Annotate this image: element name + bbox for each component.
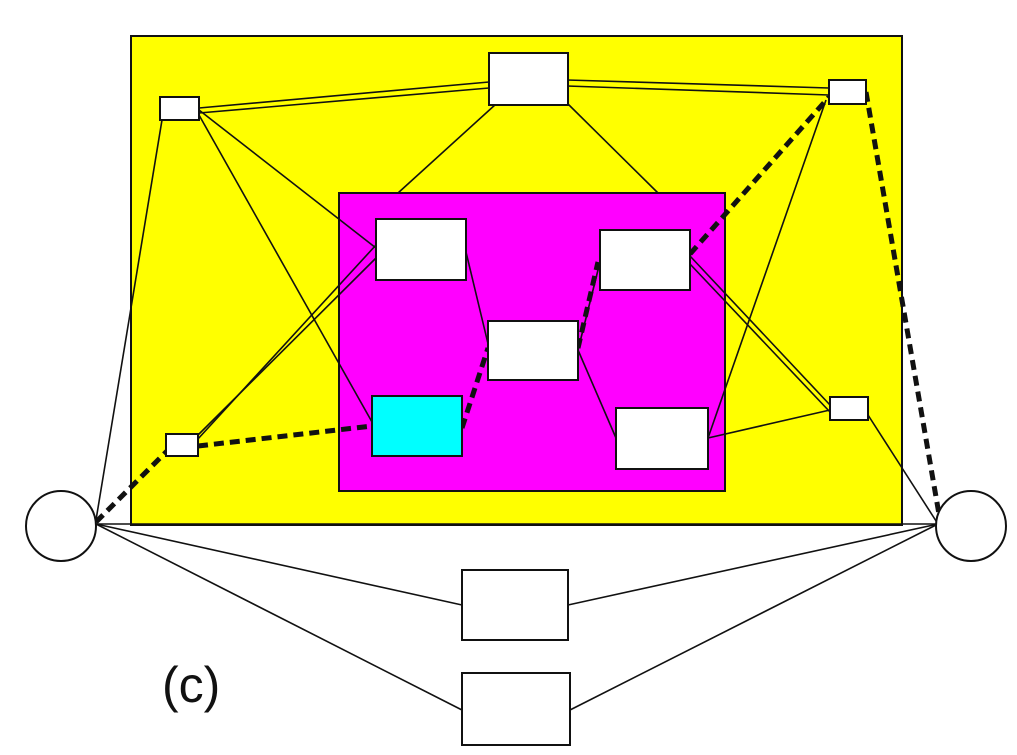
edge-leftcircle-bottomupper bbox=[95, 523, 463, 606]
node-inner-bottom-right[interactable] bbox=[615, 407, 709, 470]
node-bottom-lower[interactable] bbox=[461, 672, 571, 746]
edge-lefttop-top-2 bbox=[198, 87, 490, 114]
dashed-innercenter-innertopright bbox=[575, 261, 601, 349]
figure-caption: (c) bbox=[162, 657, 221, 713]
node-inner-top-left[interactable] bbox=[375, 218, 467, 281]
node-inner-top-right[interactable] bbox=[599, 229, 691, 291]
edge-top-inner-right bbox=[567, 103, 659, 194]
dashed-leftbottom-innerbottomleft bbox=[197, 423, 373, 449]
edge-lefttop-innertopleft bbox=[198, 109, 377, 249]
edge-rightmid-rightcircle bbox=[867, 414, 939, 525]
dashed-innerbottomleft-innercenter bbox=[459, 347, 491, 429]
solid-edges bbox=[95, 79, 939, 711]
node-inner-bottom-left[interactable] bbox=[371, 395, 463, 457]
edge-top-righttop bbox=[566, 79, 830, 89]
edge-leftbottom-innertopleft bbox=[196, 244, 377, 441]
node-left-circle[interactable] bbox=[25, 490, 97, 562]
edge-rightcircle-bottomupper bbox=[567, 523, 939, 606]
edge-innercenter-innerbottomright bbox=[577, 349, 617, 439]
node-right-circle[interactable] bbox=[935, 490, 1007, 562]
node-left-top[interactable] bbox=[159, 96, 200, 121]
edge-lefttop-top bbox=[198, 81, 490, 109]
edge-innerbottomright-rightmid bbox=[707, 409, 831, 439]
edge-righttop-innerbottomright bbox=[707, 99, 827, 439]
edge-top-inner-left bbox=[397, 103, 497, 194]
edge-innertopright-rightmid-2 bbox=[689, 263, 831, 413]
edge-innertopleft-innercenter bbox=[465, 251, 491, 353]
node-left-bottom[interactable] bbox=[165, 433, 199, 457]
nodes bbox=[25, 52, 1007, 746]
dashed-leftcircle-leftbottom bbox=[94, 448, 170, 524]
edge-innertopright-rightmid bbox=[689, 255, 831, 406]
edge-rightcircle-bottomlower bbox=[569, 523, 939, 711]
node-top[interactable] bbox=[488, 52, 569, 106]
node-bottom-upper[interactable] bbox=[461, 569, 569, 641]
edge-top-righttop-2 bbox=[566, 85, 830, 96]
node-right-top[interactable] bbox=[828, 79, 867, 105]
node-inner-center[interactable] bbox=[487, 320, 579, 381]
edge-lefttop-innerbottomleft bbox=[198, 114, 373, 423]
dashed-innertopright-righttop bbox=[688, 95, 831, 256]
edge-leftcircle-bottomlower bbox=[95, 523, 463, 711]
edge-lefttop-leftcircle bbox=[95, 119, 163, 521]
dashed-path bbox=[94, 91, 943, 524]
edge-leftbottom-innertopleft-2 bbox=[192, 257, 377, 441]
dashed-righttop-rightcircle bbox=[863, 91, 943, 521]
node-right-mid[interactable] bbox=[829, 396, 869, 421]
